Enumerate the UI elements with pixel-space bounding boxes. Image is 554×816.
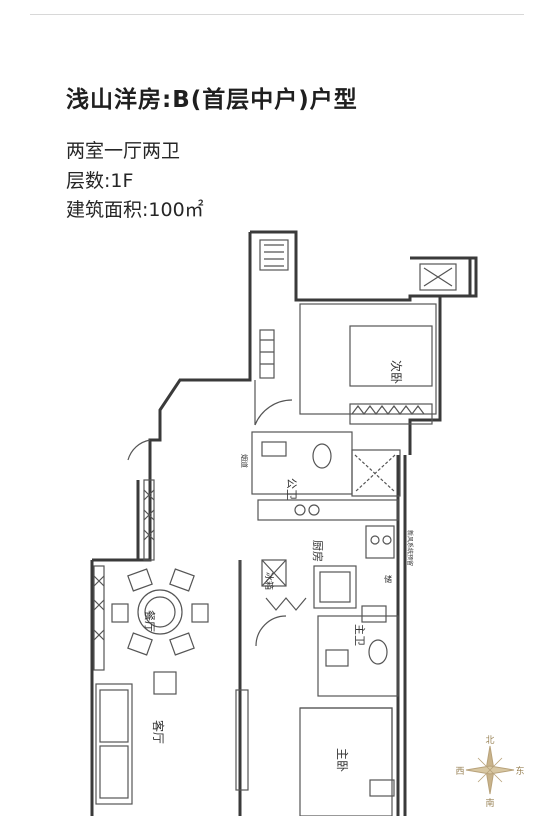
room-tag-left: 烟道 [240, 454, 249, 468]
room-label-fridge: 冰箱 [263, 572, 275, 590]
floor-count: 层数:1F [66, 170, 134, 192]
compass-rose: 北 南 东 西 [455, 735, 524, 809]
compass-west: 西 [455, 766, 464, 777]
room-label-kitchen: 厨房 [311, 540, 324, 562]
layout-type: 两室一厅两卫 [66, 140, 181, 162]
room-label-bedroom-master: 主卧 [335, 748, 349, 772]
compass-south: 南 [485, 797, 494, 809]
exterior-walls [90, 230, 478, 816]
room-label-bath-master: 主卫 [353, 624, 366, 646]
room-label-living: 客厅 [151, 720, 166, 744]
room-label-dining: 餐厅 [143, 610, 157, 632]
interior-walls [93, 239, 457, 816]
room-label-bath-public: 公卫 [285, 478, 298, 500]
room-label-bedroom-secondary: 次卧 [389, 360, 403, 384]
floor-area: 建筑面积:100㎡ [66, 199, 204, 221]
compass-east: 东 [515, 765, 524, 777]
compass-icon [465, 745, 515, 795]
compass-north: 北 [485, 735, 494, 746]
room-label-storage: 储 [384, 574, 392, 584]
page-title: 浅山洋房:B(首层中户)户型 [66, 87, 358, 113]
room-tag-right: 新风系统预留 [406, 530, 414, 566]
top-divider [30, 14, 524, 15]
